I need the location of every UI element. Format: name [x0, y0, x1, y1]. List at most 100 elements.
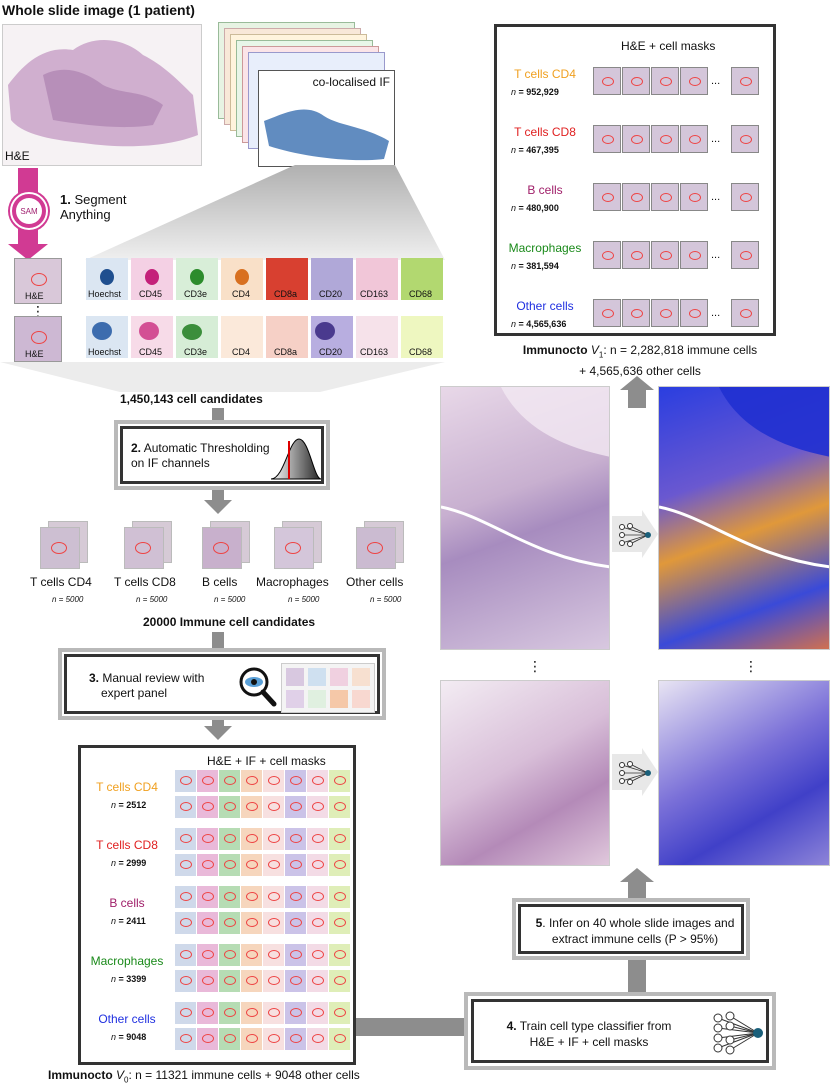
v0-row-count: n = 2411 [111, 916, 146, 926]
v0-cell-tile [175, 854, 197, 876]
v0-cell-tile [219, 970, 241, 992]
v0-cell-tile [307, 944, 329, 966]
v0-cell-tile [219, 912, 241, 934]
v1-row-count: n = 381,594 [511, 261, 559, 271]
v0-row-label: Other cells [98, 1012, 156, 1026]
v0-cell-tile [241, 770, 263, 792]
step4-connector [356, 1018, 468, 1036]
v0-cell-tile [241, 1002, 263, 1024]
v1-cell-tile [651, 183, 679, 211]
v0-cell-tile [241, 854, 263, 876]
funnel-shape [0, 362, 445, 392]
v0-cell-tile [263, 912, 285, 934]
v0-row-count: n = 2512 [111, 800, 147, 810]
v0-cell-tile [263, 944, 285, 966]
v0-cell-tile [285, 886, 307, 908]
v0-cell-tile [175, 796, 197, 818]
zoom-projection [85, 165, 445, 260]
v1-cell-tile [622, 183, 650, 211]
v0-cell-tile [175, 970, 197, 992]
v0-cell-tile [285, 828, 307, 850]
wsi-tile-pred-1 [658, 386, 830, 650]
v0-cell-tile [329, 886, 351, 908]
v0-cell-tile [329, 854, 351, 876]
v0-cell-tile [285, 854, 307, 876]
he-cell-crop-1: H&E [14, 258, 62, 304]
channel-tile: CD3e [176, 258, 218, 300]
v0-cell-tile [285, 970, 307, 992]
he-label: H&E [5, 149, 30, 163]
v0-cell-tile [241, 912, 263, 934]
v0-cell-tile [263, 1002, 285, 1024]
v0-cell-tile [241, 1028, 263, 1050]
v0-cell-tile [175, 828, 197, 850]
v0-cell-tile [197, 1002, 219, 1024]
v1-caption: Immunocto V1: n = 2,282,818 immune cells… [522, 343, 758, 379]
v0-cell-tile [241, 796, 263, 818]
v0-cell-tile [197, 944, 219, 966]
channel-tile: CD45 [131, 316, 173, 358]
v0-cell-tile [329, 944, 351, 966]
channel-tile: CD20 [311, 258, 353, 300]
v0-cell-tile [241, 886, 263, 908]
v0-cell-tile [241, 970, 263, 992]
v0-cell-tile [263, 828, 285, 850]
v1-cell-tile [622, 67, 650, 95]
v0-cell-tile [329, 970, 351, 992]
v1-cell-tile [622, 299, 650, 327]
inference-arrow-2 [612, 754, 642, 790]
v0-cell-tile [263, 1028, 285, 1050]
v1-row-label: B cells [527, 183, 563, 197]
v0-cell-tile [241, 828, 263, 850]
v0-cell-tile [263, 886, 285, 908]
channel-tile: CD20 [311, 316, 353, 358]
v0-cell-tile [329, 796, 351, 818]
v1-row-count: n = 480,900 [511, 203, 559, 213]
v1-header: H&E + cell masks [621, 39, 716, 53]
v0-cell-tile [197, 828, 219, 850]
neural-network-icon [713, 1011, 763, 1055]
vdots-pred: ⋮ [744, 658, 758, 674]
v0-row-label: B cells [109, 896, 145, 910]
channel-tile: Hoechst [86, 316, 128, 358]
v0-cell-tile [175, 912, 197, 934]
v1-cell-tile [680, 299, 708, 327]
he-cell-crop-2: H&E [14, 316, 62, 362]
v1-row-ellipsis: ... [711, 75, 721, 87]
channel-tile: CD163 [356, 258, 398, 300]
v0-cell-tile [307, 770, 329, 792]
v0-cell-tile [263, 770, 285, 792]
cell-type-candidates: T cells CD4 n = 5000 T cells CD8 n = 500… [30, 515, 430, 610]
cell-candidates-count: 1,450,143 cell candidates [120, 392, 263, 406]
v1-row-label: T cells CD4 [514, 67, 576, 81]
v0-cell-tile [285, 1028, 307, 1050]
v1-cell-tile [680, 241, 708, 269]
channel-tile: CD45 [131, 258, 173, 300]
channel-tile: CD68 [401, 258, 443, 300]
v0-cell-tile [197, 912, 219, 934]
channel-tile: CD8a [266, 316, 308, 358]
v0-cell-tile [197, 1028, 219, 1050]
nn-icon-2 [619, 761, 651, 785]
v0-header: H&E + IF + cell masks [207, 754, 326, 768]
v0-cell-tile [307, 854, 329, 876]
v1-cell-tile [680, 67, 708, 95]
v1-row-ellipsis: ... [711, 191, 721, 203]
v0-cell-tile [307, 1028, 329, 1050]
v0-cell-tile [197, 770, 219, 792]
magnifier-eye-icon [239, 667, 277, 707]
v1-row-count: n = 4,565,636 [511, 319, 567, 329]
v1-cell-tile [651, 125, 679, 153]
v0-cell-tile [285, 770, 307, 792]
v0-cell-tile [307, 970, 329, 992]
v0-cell-tile [197, 970, 219, 992]
v0-cell-tile [307, 828, 329, 850]
channel-tile: CD4 [221, 316, 263, 358]
v1-cell-tile [593, 183, 621, 211]
immune-candidates-count: 20000 Immune cell candidates [143, 615, 316, 629]
v0-cell-tile [307, 1002, 329, 1024]
